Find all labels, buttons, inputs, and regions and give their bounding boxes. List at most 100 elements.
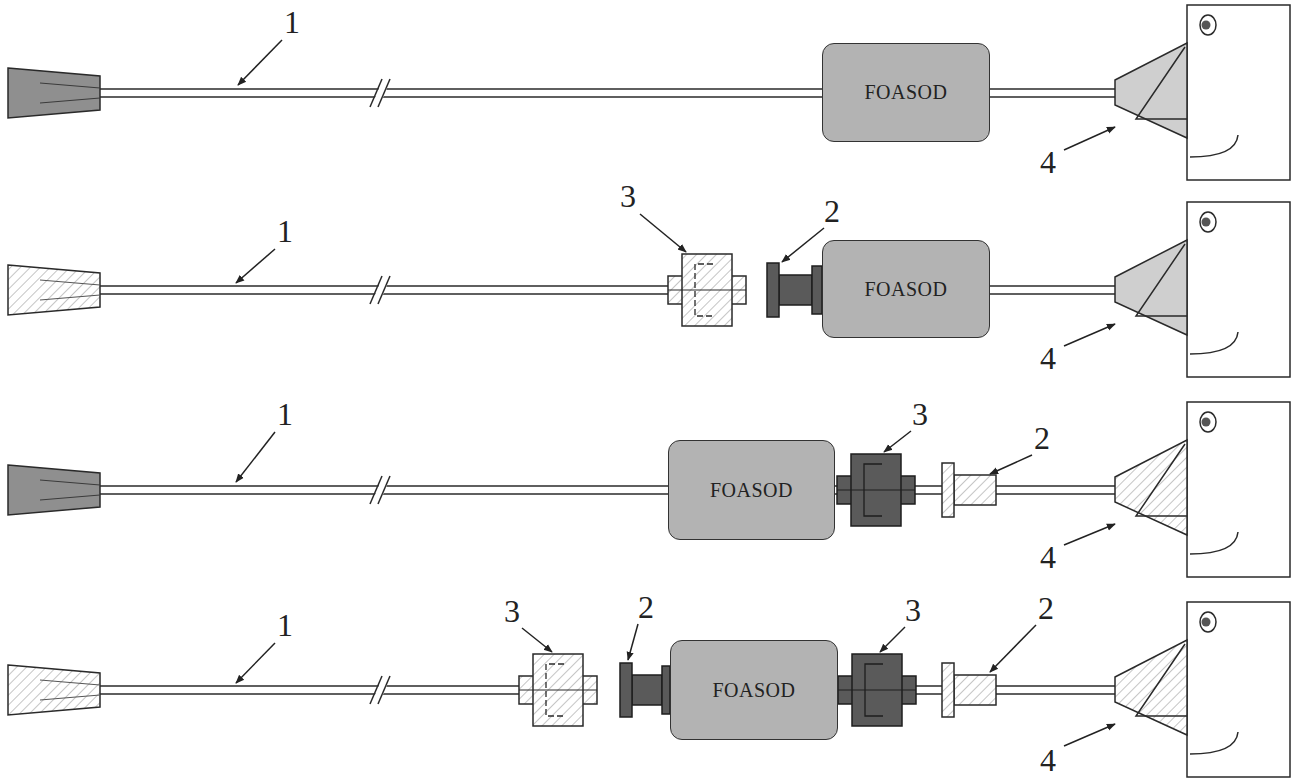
leader-line [522,628,552,652]
plug-body [632,675,662,705]
assembly-row [8,402,1290,577]
nut-bore [519,690,597,691]
ferrule-taper [40,280,100,285]
mouth-line [1190,332,1238,354]
ferrule-taper [40,480,100,485]
fiber-line [996,493,1116,495]
leader-line [990,455,1032,474]
leader-line [238,40,282,85]
fiber-line [990,285,1116,287]
eye-outline [1200,412,1216,432]
assembly-row [8,602,1290,777]
break-mark [378,676,390,704]
plug-body [954,475,996,505]
callout-number: 1 [277,609,293,641]
nut-bore [838,690,916,691]
face-mask [1115,240,1187,335]
fiber-line [996,693,1116,695]
face-panel [1187,202,1290,377]
leader-line [884,431,911,452]
ferrule-taper [40,98,100,103]
leader-line [990,625,1036,672]
ferrule [8,68,100,118]
ferrule [8,465,100,515]
ferrule-taper [40,680,100,685]
callout-number: 1 [284,6,300,38]
fiber-line [996,685,1116,687]
plug-body [954,675,996,705]
face-mask [1115,440,1187,535]
leader-line [880,627,905,652]
leader-line [1064,324,1115,346]
device-box: FOASOD [822,43,990,142]
plug-collar [662,666,670,714]
plug-flange [620,663,632,717]
leader-line [236,643,275,683]
mouth-line [1190,532,1238,554]
eye-pupil [1202,418,1211,427]
callout-number: 3 [905,594,921,626]
fiber-line [990,88,1116,90]
nose-outline [1136,244,1187,316]
eye-pupil [1202,618,1211,627]
plug-flange [767,263,779,317]
fiber-line [100,88,822,90]
plug-collar [812,266,822,314]
leader-line [236,249,275,283]
callout-number: 4 [1040,146,1056,178]
callout-number: 3 [912,398,928,430]
face-panel [1187,602,1290,777]
device-box: FOASOD [670,640,838,740]
fiber-line [100,493,668,495]
ferrule-taper [40,83,100,88]
callout-number: 1 [277,398,293,430]
fiber-line [990,293,1116,295]
eye-outline [1200,212,1216,232]
leader-line [1064,724,1115,746]
callout-number: 2 [824,195,840,227]
assembly-row [8,202,1290,377]
callout-number: 4 [1040,541,1056,573]
ferrule-taper [40,495,100,500]
device-label: FOASOD [864,81,947,104]
leader-line [1064,127,1115,150]
leader-line [1064,524,1115,545]
ferrule [8,665,100,715]
eye-outline [1200,612,1216,632]
ferrule-taper [40,695,100,700]
break-mark [378,79,390,107]
leader-line [236,432,275,482]
eye-pupil [1202,218,1211,227]
leader-lines [236,40,1115,746]
plug-flange [942,463,954,517]
fiber-line [100,693,560,695]
device-label: FOASOD [864,278,947,301]
callout-number: 1 [277,215,293,247]
device-label: FOASOD [712,679,795,702]
callout-number: 2 [638,591,654,623]
leader-line [640,214,686,252]
plug-flange [942,663,954,717]
nut-bore [668,290,746,291]
leader-line [628,624,638,660]
nose-outline [1136,47,1187,119]
device-box: FOASOD [822,240,990,338]
plug-body [779,275,812,305]
mouth-line [1190,135,1238,157]
face-mask [1115,640,1187,735]
fiber-line [996,485,1116,487]
face-panel [1187,5,1290,180]
face-mask [1115,43,1187,138]
mouth-line [1190,732,1238,754]
nose-outline [1136,644,1187,716]
fiber-line [100,285,706,287]
leader-line [782,228,824,262]
ferrule-taper [40,295,100,300]
fiber-line [990,96,1116,98]
break-mark [378,276,390,304]
callout-number: 2 [1034,422,1050,454]
callout-number: 2 [1038,592,1054,624]
